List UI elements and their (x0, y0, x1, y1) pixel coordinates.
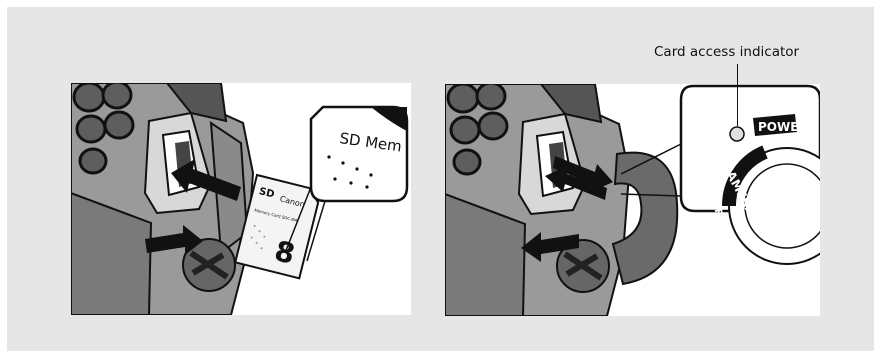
insert-card-drawing: SD Canon Memory Card SDC-8M 8 SD Mem (71, 83, 411, 315)
card-access-indicator-leader-line (737, 64, 738, 126)
card-access-indicator-lamp (730, 127, 744, 141)
insert-card-illustration: SD Canon Memory Card SDC-8M 8 SD Mem (71, 83, 411, 315)
power-label: POWER (758, 120, 808, 134)
card-access-indicator-label: Card access indicator (654, 44, 799, 60)
remove-card-drawing: POWER CAMERA OFF (445, 84, 820, 316)
remove-card-illustration: POWER CAMERA OFF (445, 84, 820, 316)
